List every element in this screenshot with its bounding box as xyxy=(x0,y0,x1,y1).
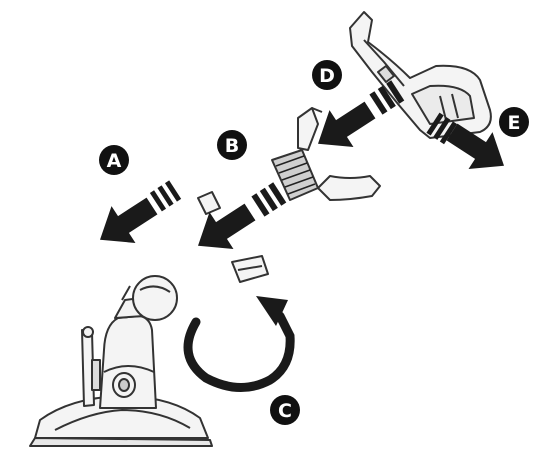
step-label-b: B xyxy=(225,135,239,157)
step-badge-e: E xyxy=(499,107,529,137)
step-badge-a: A xyxy=(99,145,129,175)
ball-joint-bracket-icon xyxy=(271,107,381,201)
insert-arrow-icon xyxy=(88,187,164,259)
suction-cup-base-icon xyxy=(29,275,213,447)
rotate-arrow-icon xyxy=(183,296,295,393)
arrow-a-stripes xyxy=(149,180,182,212)
arrow-b-stripes xyxy=(251,182,287,217)
step-label-e: E xyxy=(508,112,521,134)
step-label-a: A xyxy=(107,150,122,172)
extension-arm-icon xyxy=(197,191,269,283)
arrow-d-stripes xyxy=(369,80,405,115)
step-badge-b: B xyxy=(217,130,247,160)
step-badge-d: D xyxy=(312,60,342,90)
insert-arrow-icon xyxy=(186,193,262,265)
step-label-d: D xyxy=(319,65,335,87)
step-label-c: C xyxy=(278,400,292,422)
device-cradle-icon xyxy=(349,11,492,139)
arrow-e-stripes xyxy=(426,112,458,145)
step-badge-c: C xyxy=(270,395,300,425)
